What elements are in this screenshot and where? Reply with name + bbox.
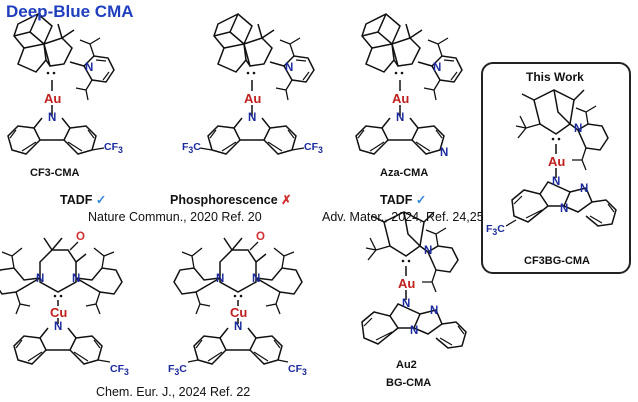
cu-bis-cf3-cf3-group: CF3 [288,363,307,378]
cu-cf3-dac-n-right: N [72,273,81,285]
cu-cf3-carbazole-n: N [54,321,63,333]
cf3-cma-caac-n: N [85,62,94,74]
bis-cf3-cma-metal: Au [244,91,262,106]
cu-bis-cf3-dac-n-left: N [216,273,225,285]
tadf-annotation-2: TADF ✓ [380,193,427,207]
cu-cf3-cf3-group: CF3 [110,363,129,378]
cu-bis-cf3-f3c-group: F3C [168,363,187,378]
cf3-cma-metal: Au [44,91,62,106]
bg-cma-donor-n3: N [410,325,419,337]
cu-bis-cf3-carbonyl-o: O [256,231,265,243]
cf3-substituent-bonds-row1 [91,147,305,151]
cf3-cma-cf3-group: CF3 [104,141,123,156]
cu-bis-cf3-dac-n-right: N [252,273,261,285]
bis-cf3-cma-carbazole-n: N [248,112,257,124]
aza-cma-caac-n: N [433,62,442,74]
page-title: Deep-Blue CMA [6,2,134,21]
carbonyl-bonds [69,241,259,251]
metal-donor-bonds-row1 [51,80,401,116]
ref-chem-eur-j: Chem. Eur. J., 2024 Ref. 22 [96,385,251,399]
check-icon: ✓ [95,193,107,207]
cf3-cma-carbazole-n: N [48,112,57,124]
cross-icon: ✗ [281,193,292,207]
cf3-substituent-bonds-row2 [97,359,289,363]
this-work-title: This Work [526,70,584,84]
this-work-cf3-bond [505,219,517,227]
bis-cf3-cma-cf3-group: CF3 [304,141,323,156]
cf3-cma-caac-ligand [13,13,115,101]
ref-nature-commun: Nature Commun., 2020 Ref. 20 [88,210,262,224]
cf3-cma-label: CF3-CMA [30,167,80,179]
aza-cma-caac-ligand [361,13,463,101]
cf3bg-cma-label: CF3BG-CMA [524,255,590,267]
bg-cma-donor-n1: N [402,298,411,310]
this-work-box [481,62,631,274]
metal-donor-bonds-row2 [57,300,239,324]
cu-bis-cf3-carbazole-n: N [234,321,243,333]
bg-cma-caac-n: N [424,245,433,257]
this-work-donor-n2: N [580,183,589,195]
this-work-metal: Au [548,154,566,169]
aza-cma-metal: Au [392,91,410,106]
bis-cf3-cma-caac-n: N [285,62,294,74]
cu-cf3-carbonyl-o: O [76,231,85,243]
cu-cf3-dac-n-left: N [36,273,45,285]
cu-cf3-dac-ligand [0,237,123,315]
this-work-donor-n3: N [560,203,569,215]
au2-label: Au2 [396,359,417,371]
tadf-annotation-1: TADF ✓ [60,193,107,207]
this-work-donor-n1: N [552,176,561,188]
phosphorescence-annotation: Phosphorescence ✗ [170,193,292,207]
aza-cma-pyridine-n: N [440,147,449,159]
aza-cma-label: Aza-CMA [380,167,429,179]
bis-cf3-cma-f3c-group: F3C [182,141,201,156]
check-icon: ✓ [415,193,427,207]
bg-cma-donor-n2: N [430,305,439,317]
bg-cma-label: BG-CMA [386,377,432,389]
this-work-f3c-group: F3C [486,223,505,238]
bis-cf3-cma-caac-ligand [213,13,315,101]
bg-cma-metal: Au [398,276,416,291]
cu-bis-cf3-metal: Cu [230,305,248,320]
cu-cf3-metal: Cu [50,305,68,320]
aza-cma-carbazole-n: N [396,112,405,124]
ref-adv-mater: Adv. Mater., 2024, Ref. 24,25 [322,210,484,224]
this-work-caac-n: N [574,123,583,135]
